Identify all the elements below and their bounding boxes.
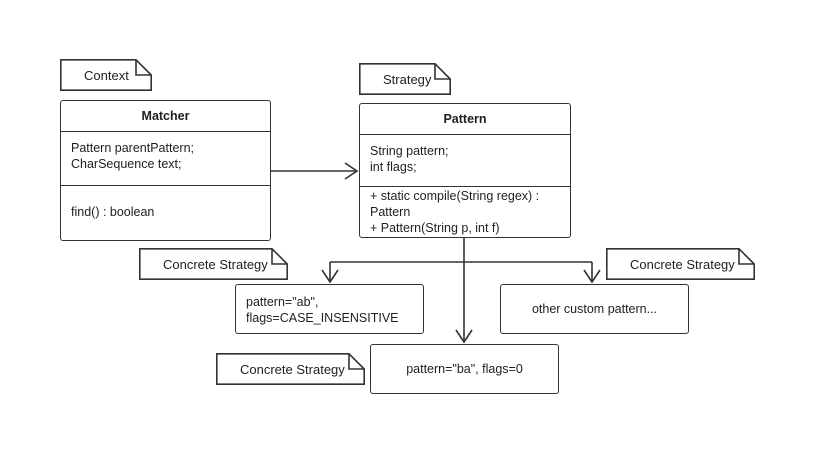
note-shape <box>359 63 451 95</box>
note-context-label: Context <box>84 67 129 83</box>
class-matcher-methods: find() : boolean <box>61 186 270 228</box>
class-pattern-methods: + static compile(String regex) : Pattern… <box>360 187 570 244</box>
note-shape <box>60 59 152 91</box>
matcher-attribute: CharSequence text; <box>71 157 182 171</box>
arrowhead-custom <box>583 269 601 284</box>
note-concrete-left: Concrete Strategy <box>139 248 288 280</box>
note-strategy-label: Strategy <box>383 71 432 87</box>
matcher-method: find() : boolean <box>71 205 155 219</box>
class-matcher-attributes: Pattern parentPattern; CharSequence text… <box>61 132 270 186</box>
pattern-method: + Pattern(String p, int f) <box>370 221 500 235</box>
note-concrete-right: Concrete Strategy <box>606 248 755 280</box>
association-arrowhead <box>344 162 359 180</box>
class-pattern-attributes: String pattern; int flags; <box>360 135 570 187</box>
instance-custom: other custom pattern... <box>500 284 689 334</box>
instance-ba: pattern="ba", flags=0 <box>370 344 559 394</box>
note-shape <box>606 248 755 280</box>
class-pattern-title: Pattern <box>360 104 570 135</box>
instance-ba-line: pattern="ba", flags=0 <box>406 362 523 376</box>
arrowhead-ba <box>455 329 473 344</box>
instance-ab: pattern="ab", flags=CASE_INSENSITIVE <box>235 284 424 334</box>
matcher-attribute: Pattern parentPattern; <box>71 141 194 155</box>
note-strategy: Strategy <box>359 63 451 95</box>
pattern-method: + static compile(String regex) : <box>370 189 540 203</box>
class-matcher-title: Matcher <box>61 101 270 132</box>
note-concrete-right-label: Concrete Strategy <box>630 256 735 272</box>
class-matcher: Matcher Pattern parentPattern; CharSeque… <box>60 100 271 241</box>
note-shape <box>216 353 365 385</box>
note-concrete-bottom: Concrete Strategy <box>216 353 365 385</box>
pattern-attribute: int flags; <box>370 160 417 174</box>
note-concrete-bottom-label: Concrete Strategy <box>240 361 345 377</box>
note-context: Context <box>60 59 152 91</box>
instance-ab-line: pattern="ab", <box>246 295 319 309</box>
pattern-attribute: String pattern; <box>370 144 449 158</box>
instance-ab-line: flags=CASE_INSENSITIVE <box>246 311 399 325</box>
note-concrete-left-label: Concrete Strategy <box>163 256 268 272</box>
class-pattern: Pattern String pattern; int flags; + sta… <box>359 103 571 238</box>
note-shape <box>139 248 288 280</box>
pattern-method: Pattern <box>370 205 411 219</box>
instance-custom-line: other custom pattern... <box>531 302 658 316</box>
arrowhead-ab <box>321 269 339 284</box>
